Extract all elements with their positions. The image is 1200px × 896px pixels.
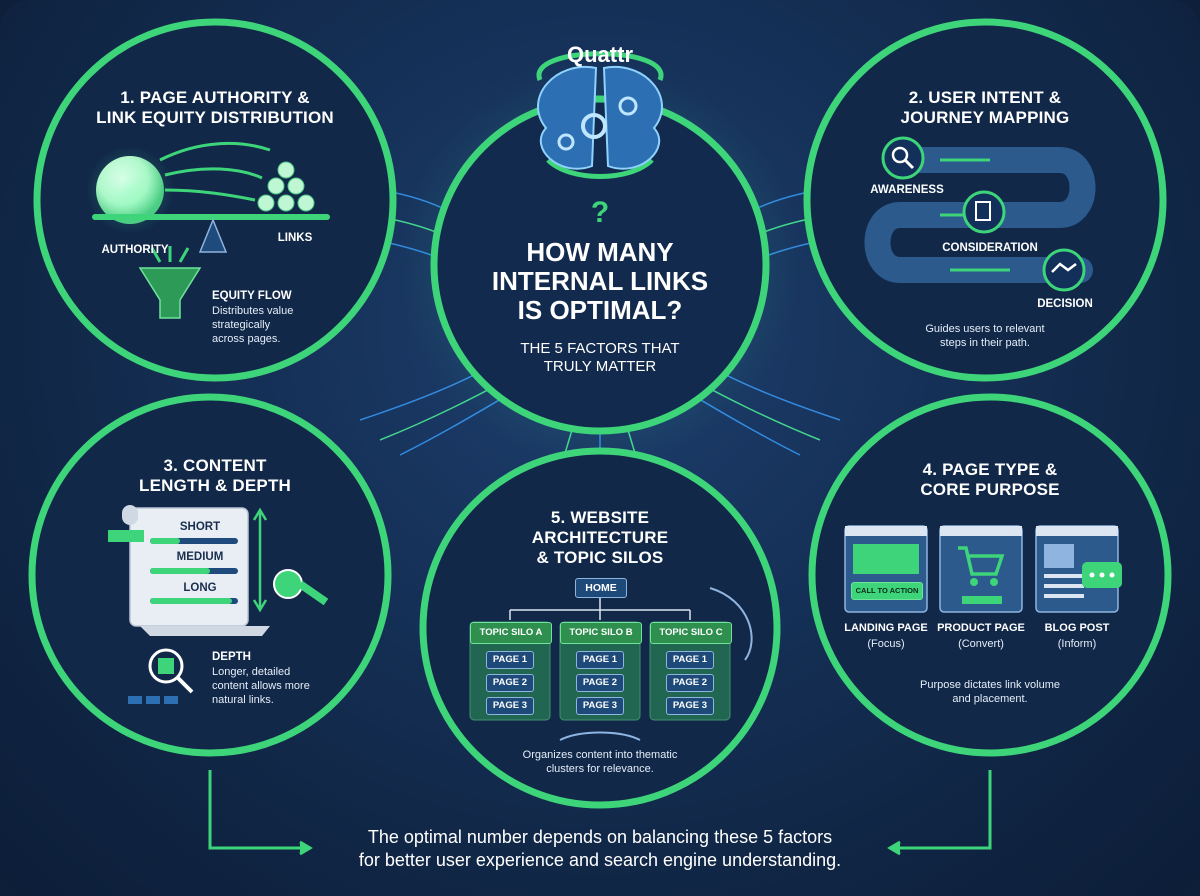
- factor5-caption-line2: clusters for relevance.: [546, 763, 654, 775]
- factor1-title: 1. PAGE AUTHORITY & LINK EQUITY DISTRIBU…: [95, 88, 335, 128]
- call-to-action-button: CALL TO ACTION: [851, 582, 923, 600]
- factor1-title-line1: 1. PAGE AUTHORITY &: [120, 88, 310, 107]
- factor5-caption-line1: Organizes content into thematic: [522, 749, 678, 761]
- silo-b-page1: PAGE 1: [576, 651, 624, 669]
- equity-line2: strategically: [212, 319, 271, 331]
- factor5-title-line1: 5. WEBSITE: [550, 508, 650, 527]
- ring-factor1: [33, 18, 397, 382]
- consideration-label: CONSIDERATION: [942, 242, 1038, 254]
- factor4-title-line1: 4. PAGE TYPE &: [922, 460, 1058, 479]
- depth-description: Longer, detailed content allows more nat…: [212, 665, 342, 707]
- silo-c-page1: PAGE 1: [666, 651, 714, 669]
- search-icon-circle: [881, 136, 925, 180]
- factor2-title-line1: 2. USER INTENT &: [908, 88, 1062, 107]
- link-balls: [257, 161, 315, 212]
- factor5-title-line3: & TOPIC SILOS: [536, 548, 664, 567]
- factor3-title-line2: LENGTH & DEPTH: [138, 476, 292, 495]
- factor5-title-line2: ARCHITECTURE: [531, 528, 669, 547]
- long-label: LONG: [183, 582, 217, 594]
- center-title: HOW MANY INTERNAL LINKS IS OPTIMAL?: [470, 238, 730, 325]
- equity-line1: Distributes value: [212, 305, 294, 317]
- center-subtitle-line2: TRULY MATTER: [543, 358, 657, 375]
- silo-b-label: TOPIC SILO B: [560, 622, 642, 644]
- product-page-role: (Convert): [958, 638, 1004, 650]
- silo-b-page3: PAGE 3: [576, 697, 624, 715]
- silo-c-label: TOPIC SILO C: [650, 622, 732, 644]
- home-node: HOME: [575, 578, 627, 598]
- blog-post-label: BLOG POST: [1044, 622, 1110, 634]
- factor2-caption-line1: Guides users to relevant: [925, 323, 1045, 335]
- blog-post-role: (Inform): [1057, 638, 1097, 650]
- footer-line2: for better user experience and search en…: [358, 850, 842, 870]
- depth-line2: content allows more: [212, 680, 310, 692]
- depth-title: DEPTH: [212, 651, 251, 663]
- question-mark: ?: [590, 196, 610, 229]
- factor1-title-line2: LINK EQUITY DISTRIBUTION: [96, 108, 334, 127]
- factor2-title-line2: JOURNEY MAPPING: [900, 108, 1070, 127]
- factor3-title: 3. CONTENT LENGTH & DEPTH: [130, 456, 300, 496]
- factor4-title-line2: CORE PURPOSE: [920, 480, 1060, 499]
- silo-a-page3: PAGE 3: [486, 697, 534, 715]
- factor2-caption-line2: steps in their path.: [940, 337, 1030, 349]
- silo-a-page1: PAGE 1: [486, 651, 534, 669]
- center-title-line1: HOW MANY: [526, 237, 674, 267]
- silo-c-page2: PAGE 2: [666, 674, 714, 692]
- center-subtitle: THE 5 FACTORS THAT TRULY MATTER: [490, 340, 710, 376]
- short-label: SHORT: [179, 521, 221, 533]
- factor2-title: 2. USER INTENT & JOURNEY MAPPING: [875, 88, 1095, 128]
- center-title-line3: IS OPTIMAL?: [517, 295, 683, 325]
- equity-line3: across pages.: [212, 333, 281, 345]
- factor5-title: 5. WEBSITE ARCHITECTURE & TOPIC SILOS: [520, 508, 680, 568]
- silo-c-page3: PAGE 3: [666, 697, 714, 715]
- factor5-caption: Organizes content into thematic clusters…: [490, 748, 710, 776]
- depth-line1: Longer, detailed: [212, 666, 291, 678]
- awareness-label: AWARENESS: [870, 184, 944, 196]
- journey-path-graphic: [864, 136, 1096, 292]
- authority-scale-graphic: [86, 142, 330, 319]
- silo-a-label: TOPIC SILO A: [470, 622, 552, 644]
- landing-page-label: LANDING PAGE: [844, 622, 928, 634]
- center-subtitle-line1: THE 5 FACTORS THAT: [520, 340, 680, 357]
- footer-connectors: [208, 770, 992, 856]
- factor2-caption: Guides users to relevant steps in their …: [900, 322, 1070, 350]
- product-page-label: PRODUCT PAGE: [937, 622, 1025, 634]
- center-title-line2: INTERNAL LINKS: [491, 266, 709, 296]
- equity-flow-description: Distributes value strategically across p…: [212, 304, 332, 346]
- silo-b-page2: PAGE 2: [576, 674, 624, 692]
- decision-label: DECISION: [1037, 298, 1093, 310]
- factor4-caption-line2: and placement.: [952, 693, 1028, 705]
- footer-line1: The optimal number depends on balancing …: [367, 827, 833, 847]
- links-label: LINKS: [277, 232, 313, 244]
- landing-page-role: (Focus): [867, 638, 905, 650]
- logo: Quattr: [567, 42, 633, 67]
- silo-tree-graphic: [509, 598, 691, 620]
- footer-statement: The optimal number depends on balancing …: [310, 826, 890, 872]
- medium-label: MEDIUM: [176, 551, 224, 563]
- factor3-title-line1: 3. CONTENT: [163, 456, 267, 475]
- silo-columns: [469, 621, 731, 721]
- factor4-caption-line1: Purpose dictates link volume: [919, 679, 1060, 691]
- equity-flow-title: EQUITY FLOW: [212, 290, 292, 302]
- brain-icon: [536, 51, 664, 179]
- depth-line3: natural links.: [212, 694, 274, 706]
- silo-a-page2: PAGE 2: [486, 674, 534, 692]
- factor4-title: 4. PAGE TYPE & CORE PURPOSE: [895, 460, 1085, 500]
- factor4-caption: Purpose dictates link volume and placeme…: [890, 678, 1090, 706]
- ring-center: [430, 95, 770, 435]
- scroll-graphic: [108, 505, 329, 704]
- authority-label: AUTHORITY: [101, 244, 169, 256]
